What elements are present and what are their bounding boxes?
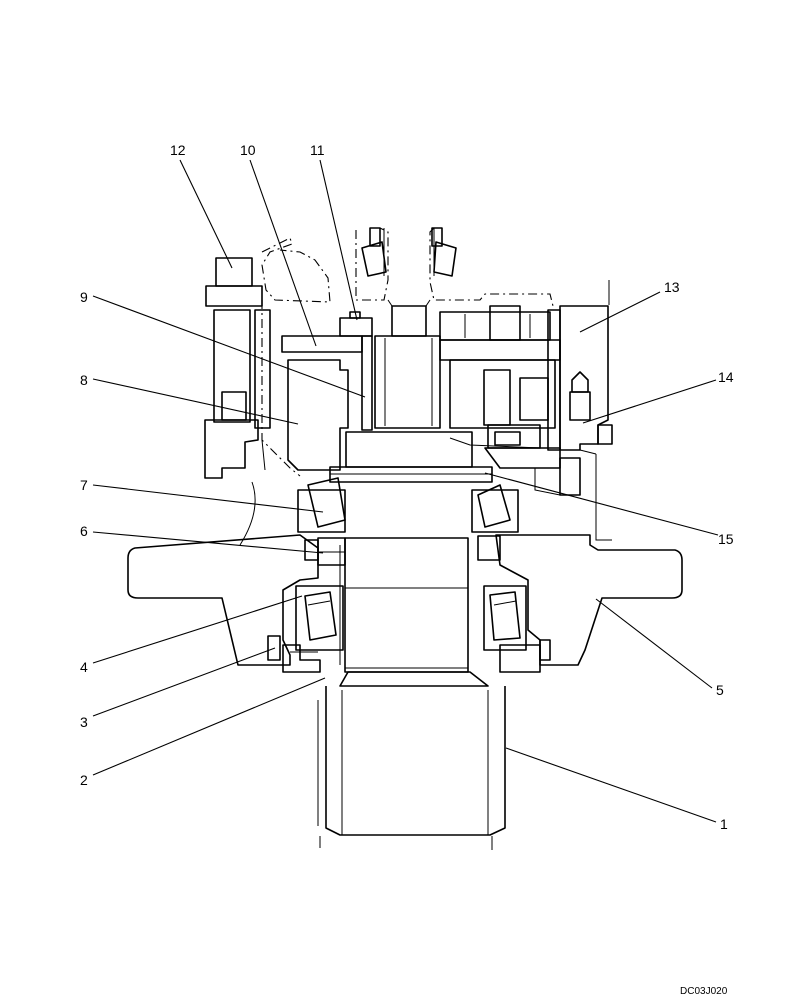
- output-shaft: [317, 537, 506, 850]
- callout-12: 12: [170, 142, 186, 158]
- shim-plate: [329, 431, 493, 483]
- mounting-bolt: [204, 257, 271, 546]
- motor-envelope-outline: [261, 227, 554, 477]
- callout-10: 10: [240, 142, 256, 158]
- callout-8: 8: [80, 372, 88, 388]
- callout-4: 4: [80, 659, 88, 675]
- callout-6: 6: [80, 523, 88, 539]
- brake-cover: [534, 280, 613, 496]
- upper-bearing: [297, 477, 519, 566]
- retainer-and-seal: [267, 635, 551, 673]
- callout-7: 7: [80, 477, 88, 493]
- callout-2: 2: [80, 772, 88, 788]
- callout-1: 1: [720, 816, 728, 832]
- callout-15: 15: [718, 531, 734, 547]
- motor-upper-bearings: [361, 227, 457, 307]
- callout-14: 14: [718, 369, 734, 385]
- callout-13: 13: [664, 279, 680, 295]
- drawing-code: DC03J020: [680, 986, 728, 997]
- lower-bearing: [295, 585, 527, 651]
- callout-5: 5: [716, 682, 724, 698]
- callout-labels: 1 2 3 4 5 6 7 8 9 10 11 12 13 14 15: [80, 142, 734, 832]
- callout-11: 11: [310, 142, 325, 158]
- planetary-assembly: [281, 305, 561, 471]
- leader-lines: [92, 159, 719, 823]
- callout-3: 3: [80, 714, 88, 730]
- callout-9: 9: [80, 289, 88, 305]
